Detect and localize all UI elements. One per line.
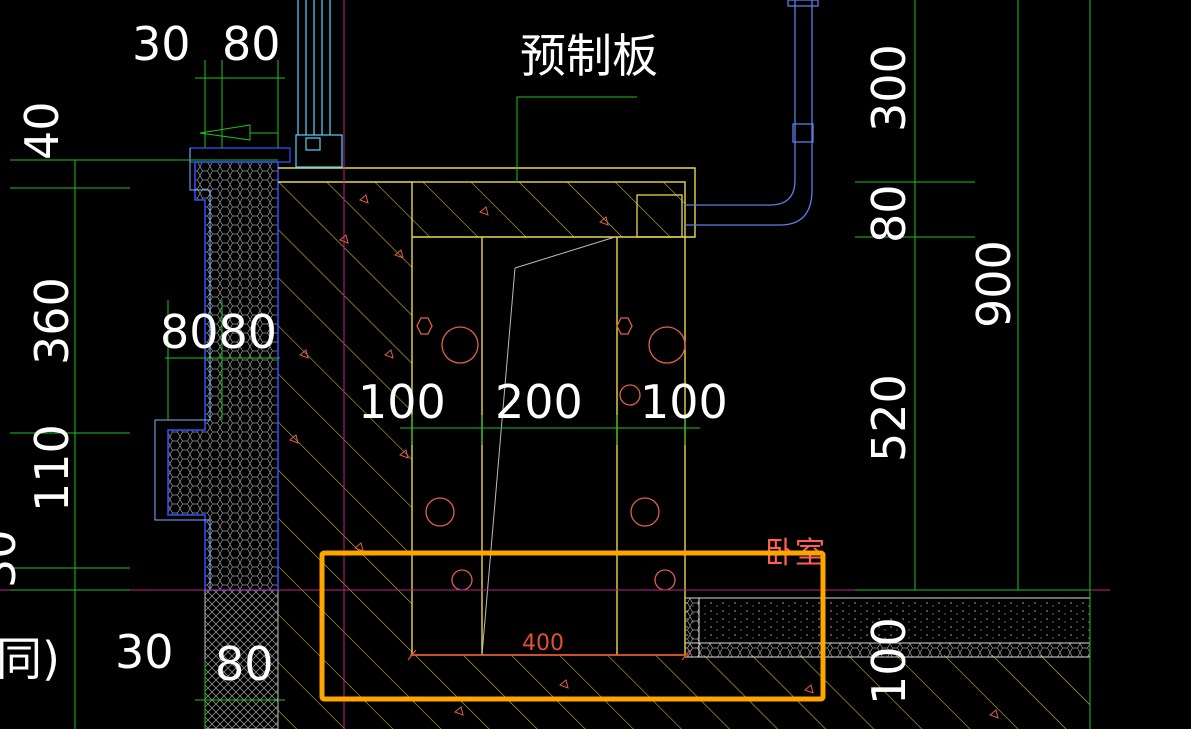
dimension-top-80: 80 (222, 17, 281, 71)
window-frame (295, 0, 343, 168)
dimension-right-100: 100 (862, 617, 916, 705)
dimension-beam-width-400: 400 (522, 631, 564, 656)
partial-left-label: 同) (0, 632, 60, 686)
dimension-right-80: 80 (862, 184, 916, 243)
dimension-top-30: 30 (132, 17, 191, 71)
dimension-right-300: 300 (862, 44, 916, 132)
dimension-mid-8080: 8080 (160, 305, 277, 359)
rebar-group (416, 317, 686, 591)
beam-width-dimension (407, 649, 691, 661)
highlight-selection-box[interactable] (319, 550, 826, 702)
dimension-right-900: 900 (967, 240, 1021, 328)
pipe-railing (636, 0, 819, 238)
dimension-right-520: 520 (862, 374, 916, 462)
dimension-lines (10, 0, 1091, 729)
hatched-concrete-zone (278, 182, 1090, 729)
floor-slab (684, 597, 1091, 658)
beam-diagonal (481, 236, 616, 656)
dimension-beam-200: 200 (495, 375, 583, 429)
dimension-left-110: 110 (25, 424, 79, 512)
precast-slab-label: 预制板 (520, 29, 658, 83)
dimension-beam-100-right: 100 (640, 375, 728, 429)
dimension-beam-100-left: 100 (358, 375, 446, 429)
dimension-left-partial: 30 (0, 529, 26, 588)
dimension-bottom-80: 80 (215, 637, 274, 691)
insulation-wall (154, 147, 291, 729)
dimension-left-40: 40 (15, 101, 69, 160)
dimension-bottom-30: 30 (115, 625, 174, 679)
aggregate-marks (289, 194, 999, 719)
dimension-left-360: 360 (25, 277, 79, 365)
